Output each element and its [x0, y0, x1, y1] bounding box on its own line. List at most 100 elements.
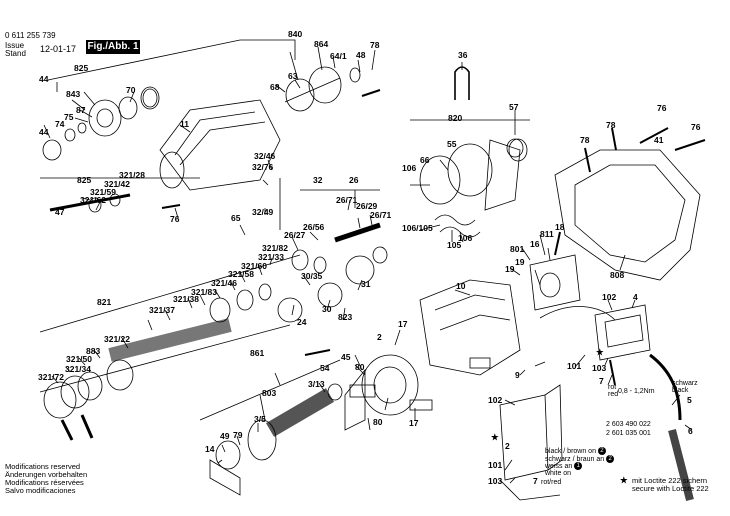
part-label: 31	[361, 279, 371, 289]
part-label: 19	[515, 257, 525, 267]
part-label: 321/37	[149, 305, 175, 315]
wire-mark-2: 2	[597, 447, 606, 455]
part-label: 41	[654, 135, 664, 145]
part-label: 321/62	[80, 195, 106, 205]
part-label: 101	[567, 361, 582, 371]
part-label: 103	[488, 476, 503, 486]
wire-white: white on	[545, 470, 572, 477]
part-number: 0 611 255 739	[5, 31, 56, 40]
part-label: 861	[250, 348, 265, 358]
part-label: 821	[97, 297, 112, 307]
part-label: 76	[657, 103, 667, 113]
part-label: 76	[170, 214, 180, 224]
part-label: 17	[398, 319, 408, 329]
issue-date: 12-01-17	[40, 44, 77, 54]
part-label: 101	[488, 460, 503, 470]
part-label: 78	[370, 40, 380, 50]
modifications-fr: Modifications réservées	[5, 478, 84, 487]
part-label: 76	[691, 122, 701, 132]
part-label: 68	[270, 82, 280, 92]
wire-red: red	[608, 391, 619, 398]
wire-black-brown: black / brown on	[545, 447, 596, 455]
wire-schwarz: schwarz	[672, 380, 698, 387]
part-label: 26	[349, 175, 359, 185]
part-label: 321/28	[119, 170, 145, 180]
wire-rot: rot	[608, 384, 617, 391]
wire-mark-2: 2	[606, 455, 615, 463]
motor-housing	[419, 279, 521, 376]
part-label: 75	[64, 112, 74, 122]
part-label: 26/56	[303, 222, 325, 232]
part-label: 30	[322, 304, 332, 314]
handle-housing	[554, 149, 701, 281]
group-line-825	[47, 39, 241, 81]
part-label: 840	[288, 29, 303, 39]
part-label: 321/58	[228, 269, 254, 279]
part-label: 54	[320, 363, 330, 373]
part-label: 321/59	[90, 187, 116, 197]
part-label: 801	[510, 244, 525, 254]
part-label: 30/35	[301, 271, 323, 281]
part-label: 3/13	[308, 379, 325, 389]
part-label: 7	[533, 476, 538, 486]
part-label: 3/5	[254, 414, 266, 424]
part-label: 4	[633, 292, 638, 302]
part-label: 32/46	[254, 151, 276, 161]
part-label: 70	[126, 85, 136, 95]
part-label: 45	[341, 352, 351, 362]
part-no-1: 2 603 490 022	[606, 421, 651, 428]
wire-black: black	[672, 387, 689, 394]
loctite-star: ★	[491, 432, 499, 442]
modifications-en: Modifications reserved	[5, 462, 81, 471]
part-label: 321/38	[173, 294, 199, 304]
part-label: 808	[610, 270, 625, 280]
part-label: 44	[39, 74, 49, 84]
part-label: 14	[205, 444, 215, 454]
part-label: 825	[77, 175, 92, 185]
loctite-star: ★	[596, 347, 604, 357]
part-label: 823	[338, 312, 353, 322]
wire-mark-1: 1	[574, 462, 583, 470]
part-label: 321/60	[241, 261, 267, 271]
part-label: 106/105	[402, 223, 433, 233]
part-label: 26/71	[336, 195, 358, 205]
modifications-es: Salvo modificaciones	[5, 486, 76, 495]
part-label: 5	[687, 395, 692, 405]
modifications-de: Änderungen vorbehalten	[5, 470, 88, 479]
torque-note: 0,8 - 1,2Nm	[618, 388, 655, 395]
gear-housing	[159, 99, 281, 191]
group-line-803	[199, 359, 341, 421]
part-label: 103	[592, 363, 607, 373]
part-label: 883	[86, 346, 101, 356]
chuck-sleeve-inner	[96, 108, 114, 128]
part-label: 321/42	[104, 179, 130, 189]
part-label: 78	[606, 120, 616, 130]
part-label: 32/76	[252, 162, 274, 172]
stand-label: Stand	[5, 49, 26, 58]
part-label: 321/34	[65, 364, 91, 374]
part-label: 16	[530, 239, 540, 249]
part-label: 321/72	[38, 372, 64, 382]
wire-weiss: weiss an	[545, 462, 573, 470]
part-label: 32	[313, 175, 323, 185]
part-label: 78	[580, 135, 590, 145]
part-no-2: 2 601 035 001	[606, 430, 651, 437]
part-label: 18	[555, 222, 565, 232]
part-label: 64/1	[330, 51, 347, 61]
part-label: 864	[314, 39, 329, 49]
part-label: 24	[297, 317, 307, 327]
chuck-sleeve	[88, 99, 122, 137]
part-label: 74	[55, 119, 65, 129]
part-label: 321/33	[258, 252, 284, 262]
part-label: 6	[688, 426, 693, 436]
part-label: 825	[74, 63, 89, 73]
part-label: 102	[602, 292, 617, 302]
part-label: 321/50	[66, 354, 92, 364]
group-line-821	[39, 254, 301, 333]
group-line-840	[240, 39, 296, 60]
part-label: 47	[55, 207, 65, 217]
part-label: 9	[515, 370, 520, 380]
part-label: 36	[458, 50, 468, 60]
